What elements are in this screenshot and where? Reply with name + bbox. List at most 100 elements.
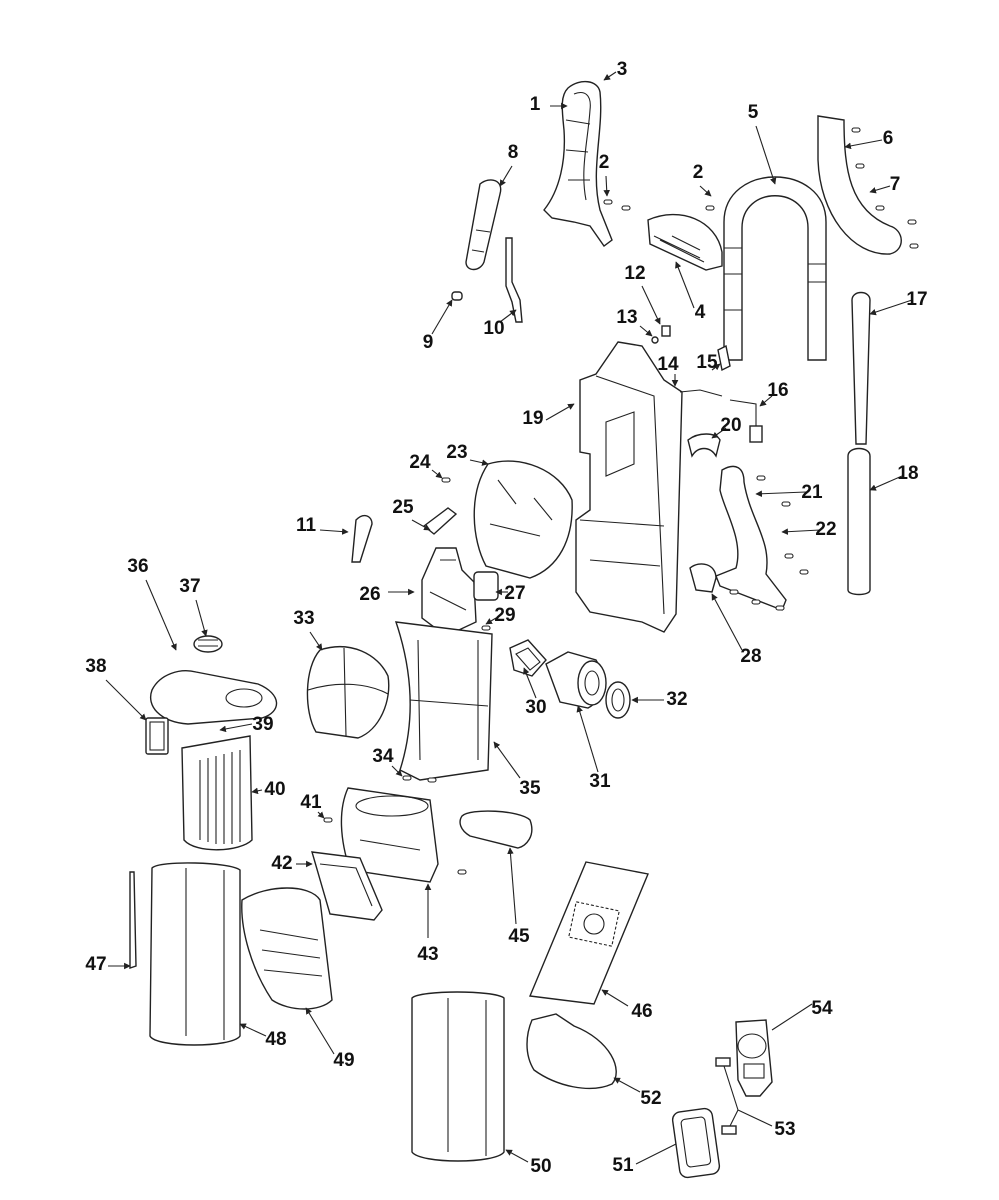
leader-9 — [431, 299, 453, 335]
part-bag-gasket — [671, 1107, 721, 1179]
part-label-48-dirt-cup: 48 — [265, 1029, 286, 1050]
part-release-spring — [505, 237, 523, 323]
part-label-2-screw: 2 — [599, 152, 610, 173]
part-label-40-cartridge-filter: 40 — [264, 779, 285, 800]
part-label-22-screw: 22 — [815, 519, 836, 540]
part-diverter-valve — [421, 547, 477, 637]
part-label-36-filter-lid: 36 — [127, 556, 148, 577]
part-label-1-handle-grip: 1 — [530, 94, 541, 115]
part-filter-pad — [473, 571, 499, 601]
leader-25 — [411, 519, 431, 531]
part-label-34-screw: 34 — [372, 746, 394, 767]
part-label-27-filter-pad: 27 — [504, 583, 525, 604]
leader-45 — [507, 847, 517, 925]
part-label-33-exhaust-filter-cover: 33 — [293, 608, 314, 629]
part-motor-seal — [605, 681, 631, 719]
part-label-51-bag-gasket: 51 — [612, 1155, 634, 1176]
part-bag-housing — [411, 991, 505, 1162]
leader-33 — [309, 631, 323, 651]
part-handle-release — [465, 179, 502, 271]
part-dirt-cup-housing — [394, 621, 493, 781]
part-label-15-switch: 15 — [696, 352, 718, 373]
leader-46 — [601, 989, 629, 1007]
part-label-45-oval-gasket: 45 — [508, 926, 530, 947]
leader-11 — [319, 528, 349, 535]
part-label-13-pin: 13 — [616, 307, 637, 328]
leader-41 — [317, 811, 325, 819]
part-hose-cover — [817, 115, 902, 255]
part-label-35-dirt-cup-housing: 35 — [519, 778, 541, 799]
part-front-housing — [340, 787, 439, 883]
part-label-28-coupling: 28 — [740, 646, 761, 667]
leader-52 — [613, 1077, 641, 1093]
part-motor — [545, 651, 607, 709]
leader-4 — [675, 261, 695, 309]
leader-51 — [635, 1143, 677, 1165]
leader-36 — [145, 579, 177, 651]
part-motor-housing-cover — [473, 460, 573, 579]
part-gasket — [145, 717, 169, 755]
part-label-12-clip: 12 — [624, 263, 645, 284]
part-exhaust-filter-cover — [306, 646, 390, 739]
leader-lines — [105, 71, 913, 1165]
part-label-25-valve-door: 25 — [392, 497, 414, 518]
leader-2b — [699, 185, 712, 197]
part-label-39-filter-top: 39 — [252, 714, 273, 735]
part-body-housing — [575, 341, 683, 633]
part-cord-clip — [687, 433, 721, 458]
part-label-38-gasket: 38 — [85, 656, 106, 677]
leader-30 — [523, 667, 537, 699]
leader-16 — [759, 395, 773, 407]
part-filter-lid — [150, 670, 278, 725]
part-lid-grille — [193, 635, 223, 653]
leader-18 — [869, 475, 903, 491]
part-label-26-diverter-valve: 26 — [359, 584, 380, 605]
leader-54 — [771, 1003, 813, 1031]
part-label-37-lid-grille: 37 — [179, 576, 200, 597]
part-button — [451, 291, 463, 301]
part-label-2-screw: 2 — [693, 162, 704, 183]
part-label-5-hose: 5 — [748, 102, 759, 123]
part-label-14-strain-relief: 14 — [657, 354, 679, 375]
part-label-20-cord-clip: 20 — [720, 415, 741, 436]
part-label-52-bag-plate: 52 — [640, 1088, 661, 1109]
part-paper-bag — [528, 861, 649, 1005]
leader-10 — [499, 309, 517, 323]
part-wand-upper — [851, 291, 871, 445]
leader-37 — [195, 599, 208, 637]
part-crevice-tool — [351, 514, 373, 563]
part-wand-lower — [847, 447, 871, 596]
part-bag-plate — [526, 1013, 617, 1090]
leader-7 — [869, 185, 891, 194]
part-label-41-screw: 41 — [300, 792, 322, 813]
leader-22 — [781, 528, 821, 535]
leader-48 — [239, 1023, 267, 1037]
screw-icons — [323, 127, 919, 875]
part-dirt-cup-cover — [241, 887, 333, 1010]
part-label-6-hose-cover: 6 — [883, 128, 894, 149]
part-label-16-power-cord: 16 — [767, 380, 788, 401]
part-hose — [723, 176, 827, 361]
part-coupling — [689, 563, 717, 593]
part-label-7-screw: 7 — [890, 174, 901, 195]
leader-17 — [869, 299, 913, 316]
leader-38 — [105, 679, 147, 721]
part-cartridge-filter — [181, 735, 253, 851]
part-label-32-motor-seal: 32 — [666, 689, 687, 710]
part-label-10-release-spring: 10 — [483, 318, 504, 339]
leader-5 — [755, 125, 777, 185]
leader-19 — [545, 403, 575, 421]
part-label-53-label: 53 — [774, 1119, 795, 1140]
leader-40 — [251, 787, 263, 795]
part-label-18-wand-lower: 18 — [897, 463, 918, 484]
part-label-29-screw: 29 — [494, 605, 515, 626]
leader-12 — [641, 285, 661, 325]
part-label-50-bag-housing: 50 — [530, 1156, 551, 1177]
part-label-4-cord-hook-assembly: 4 — [695, 302, 706, 323]
leader-29 — [485, 617, 497, 625]
part-clip — [661, 325, 671, 337]
leader-35 — [493, 741, 521, 779]
part-cord-hook-assembly — [647, 213, 723, 271]
